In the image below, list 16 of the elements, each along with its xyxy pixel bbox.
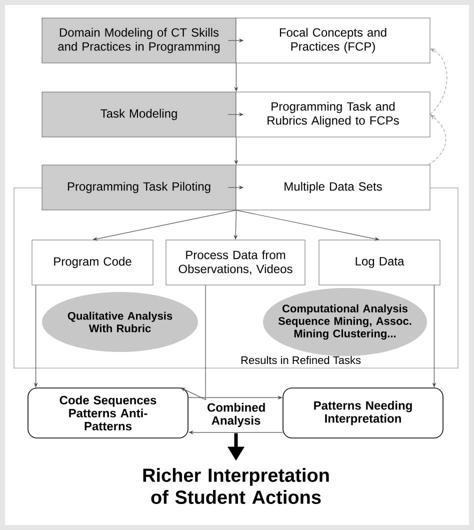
process-box: Multiple Data Sets (236, 164, 430, 210)
process-box: Log Data (318, 240, 440, 286)
dashed-arrow (428, 114, 446, 166)
process-box: Process Data from Observations, Videos (166, 240, 306, 286)
dashed-arrow (430, 48, 448, 115)
process-box: Programming Task Piloting (42, 164, 236, 210)
arrow (236, 210, 380, 241)
conclusion-text: Richer Interpretation of Student Actions (143, 468, 329, 504)
process-box: Task Modeling (42, 92, 236, 138)
process-box: Focal Concepts and Practices (FCP) (236, 18, 430, 64)
process-box: Program Code (32, 240, 154, 286)
analysis-text: Combined Analysis (208, 402, 265, 428)
process-box: Programming Task and Rubrics Aligned to FCPs (236, 92, 430, 138)
process-box: Domain Modeling of CT Skills and Practices in Programming (42, 18, 236, 64)
result-box: Patterns Needing Interpretation (282, 388, 444, 438)
result-box: Code Sequences Patterns Anti-Patterns (28, 388, 188, 438)
